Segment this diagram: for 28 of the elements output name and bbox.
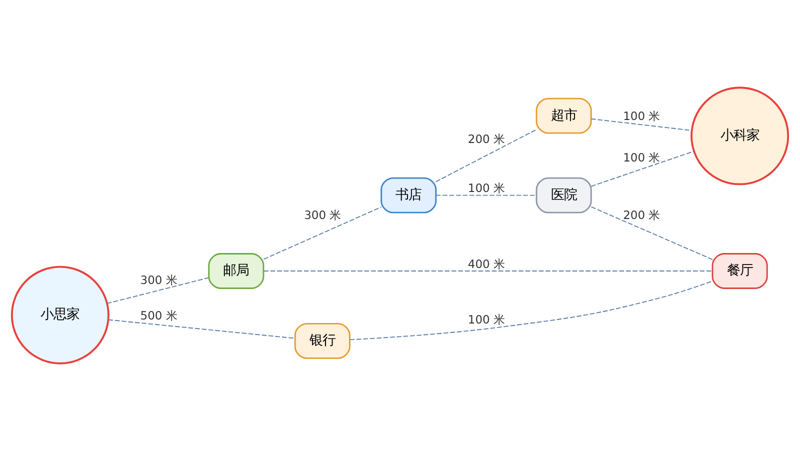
node-box: 超市 — [536, 97, 592, 134]
connector — [590, 150, 695, 186]
connector — [106, 276, 210, 304]
edge-label: 500 米 — [140, 308, 177, 322]
node-circle: 小思家 — [10, 265, 110, 364]
edge-label: 100 米 — [623, 150, 660, 164]
connector — [435, 194, 537, 196]
node-box: 餐厅 — [712, 252, 768, 288]
edge-label: 200 米 — [623, 207, 660, 222]
edge-label: 100 米 — [623, 108, 660, 123]
edge-label: 400 米 — [468, 256, 505, 270]
connector — [108, 318, 296, 338]
node-box: 医院 — [536, 176, 592, 213]
connector — [263, 270, 713, 271]
node-box: 银行 — [294, 322, 350, 358]
connector — [590, 206, 713, 260]
edge-label: 100 米 — [468, 312, 505, 326]
edge-label: 100 米 — [468, 180, 505, 195]
node-box: 书店 — [380, 176, 437, 213]
edge-label: 300 米 — [304, 207, 341, 222]
node-circle: 小科家 — [690, 86, 790, 185]
connector — [435, 128, 537, 182]
connector — [349, 280, 713, 340]
node-box: 邮局 — [208, 252, 264, 288]
connector — [263, 206, 382, 260]
edge-label: 300 米 — [140, 272, 177, 287]
edge-label: 200 米 — [468, 132, 505, 146]
connector — [590, 118, 692, 130]
